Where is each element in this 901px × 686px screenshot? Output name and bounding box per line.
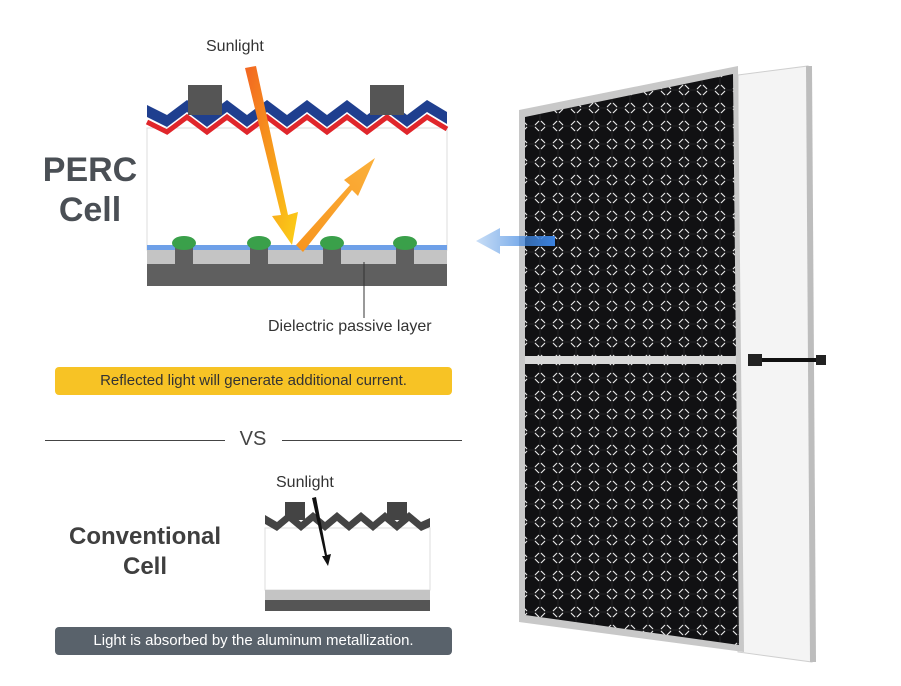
vs-label: VS [239, 428, 267, 450]
perc-caption-banner: Reflected light will generate additional… [55, 367, 452, 395]
vs-divider-left [45, 440, 225, 441]
rear-contact [172, 236, 196, 250]
rear-contact [320, 236, 344, 250]
perc-sunlight-label: Sunlight [206, 38, 264, 55]
pointer-arrow-icon [476, 228, 555, 254]
incoming-sunlight-arrow-icon [245, 66, 298, 245]
conventional-sunlight-label: Sunlight [276, 474, 334, 491]
conventional-caption-banner: Light is absorbed by the aluminum metall… [55, 627, 452, 655]
rear-contact [393, 236, 417, 250]
absorbed-sunlight-arrow-icon [312, 497, 331, 566]
rear-contact [247, 236, 271, 250]
perc-front-contact-right [370, 85, 404, 115]
dielectric-layer-label: Dielectric passive layer [268, 318, 432, 335]
perc-cross-section [145, 66, 449, 318]
conventional-cross-section [264, 497, 431, 611]
perc-front-contact-left [188, 85, 222, 115]
solar-panel-image [476, 65, 826, 663]
vs-divider-right [282, 440, 462, 441]
perc-red-layer [145, 113, 449, 136]
reflected-light-arrow-icon [296, 158, 375, 252]
dielectric-passive-layer [147, 245, 447, 250]
